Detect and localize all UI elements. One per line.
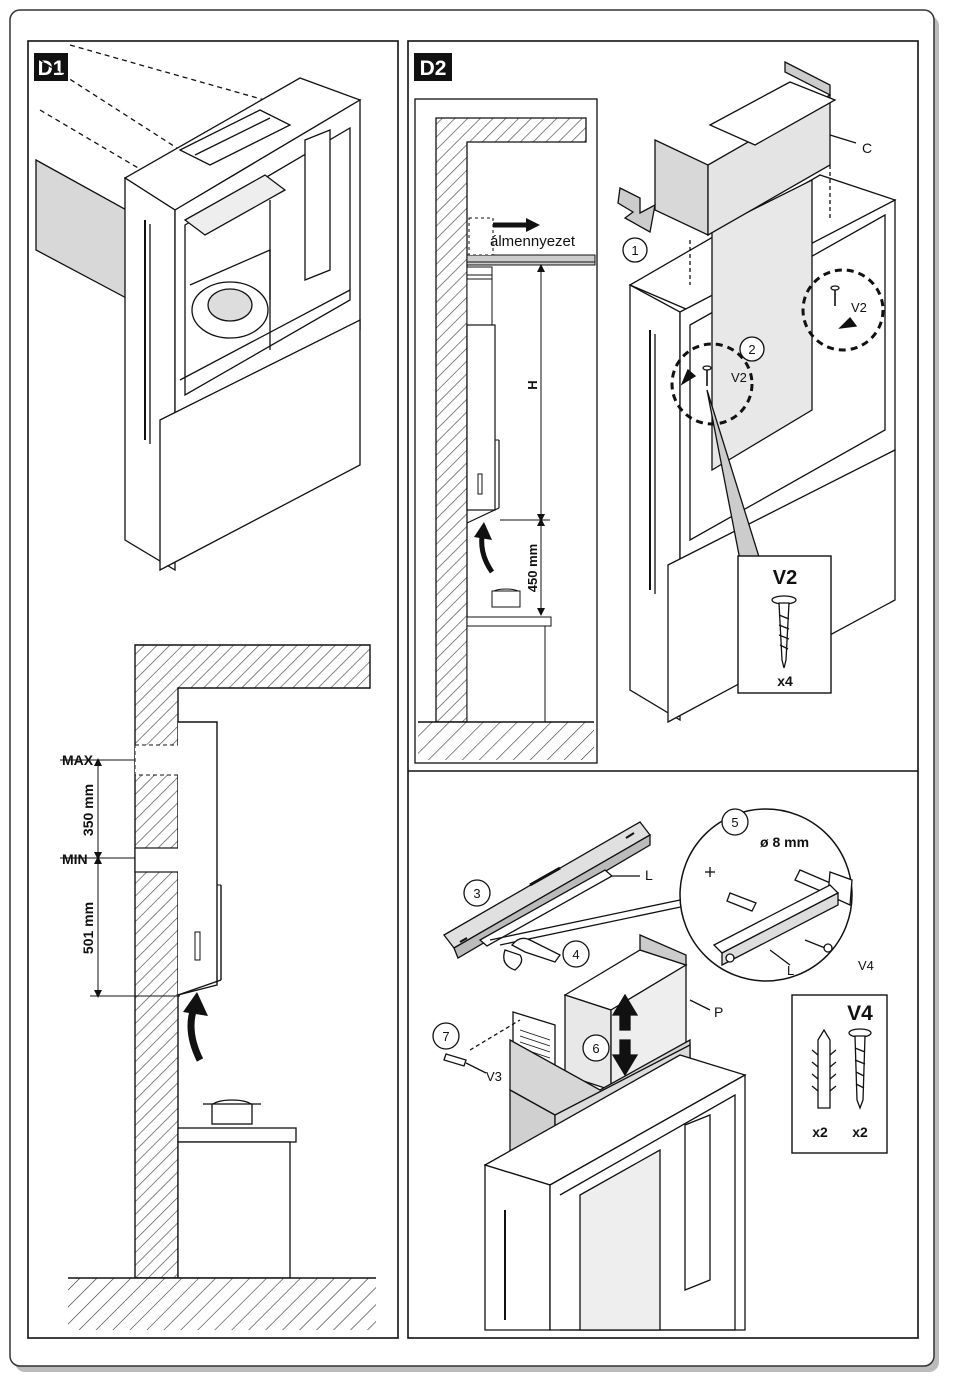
v2-box-qty: x4 xyxy=(777,673,793,689)
step-2-label: 2 xyxy=(748,342,755,357)
dim-350-label: 350 mm xyxy=(80,784,96,836)
step-4-marker: 4 xyxy=(562,940,590,968)
drill-size-label: ø 8 mm xyxy=(760,834,809,850)
step-5-label: 5 xyxy=(731,815,738,830)
bracket-l-zoom-label: L xyxy=(787,963,794,978)
v4-screw-qty: x2 xyxy=(852,1124,868,1140)
step-6-label: 6 xyxy=(592,1041,599,1056)
v4-box-title: V4 xyxy=(847,1002,873,1025)
bracket-l-label: L xyxy=(645,867,653,883)
v2-box-title: V2 xyxy=(773,567,797,589)
chimney-p-label: P xyxy=(714,1004,723,1020)
screw-v4-label: V4 xyxy=(858,958,874,973)
min-label: MIN xyxy=(62,851,88,867)
d2-iso-hood xyxy=(617,60,897,724)
d1-iso-hood xyxy=(35,44,362,572)
step-3-label: 3 xyxy=(473,886,480,901)
d1-side-section xyxy=(60,644,376,1330)
d2-side-section xyxy=(414,98,598,764)
screw-v2-right-label: V2 xyxy=(851,300,867,315)
step-1-label: 1 xyxy=(631,243,638,258)
step-6-marker: 6 xyxy=(582,1034,610,1062)
step-1-marker: 1 xyxy=(622,237,648,263)
h-label: H xyxy=(525,380,540,389)
v4-plug-qty: x2 xyxy=(812,1124,828,1140)
step-7-label: 7 xyxy=(442,1029,449,1044)
step-2-marker: 2 xyxy=(739,336,765,362)
dim-501-label: 501 mm xyxy=(80,902,96,954)
panel-d2-tag-bg xyxy=(414,53,452,81)
max-label: MAX xyxy=(62,752,94,768)
d3-assembly xyxy=(443,808,888,1331)
panel-d2-frame xyxy=(407,40,919,1339)
step-5-marker: 5 xyxy=(721,808,749,836)
panel-d1-frame xyxy=(27,40,399,1339)
ceiling-label: álmennyezet xyxy=(490,233,576,250)
panel-d1-tag: D1 xyxy=(38,57,65,80)
step-4-label: 4 xyxy=(572,947,579,962)
panel-d2-tag: D2 xyxy=(420,57,447,80)
cover-c-label: C xyxy=(862,140,872,156)
screw-v2-left-label: V2 xyxy=(731,370,747,385)
step-7-marker: 7 xyxy=(432,1022,460,1050)
dim-450-label: 450 mm xyxy=(525,544,540,592)
step-3-marker: 3 xyxy=(463,879,491,907)
screw-v3-label: V3 xyxy=(486,1069,502,1084)
